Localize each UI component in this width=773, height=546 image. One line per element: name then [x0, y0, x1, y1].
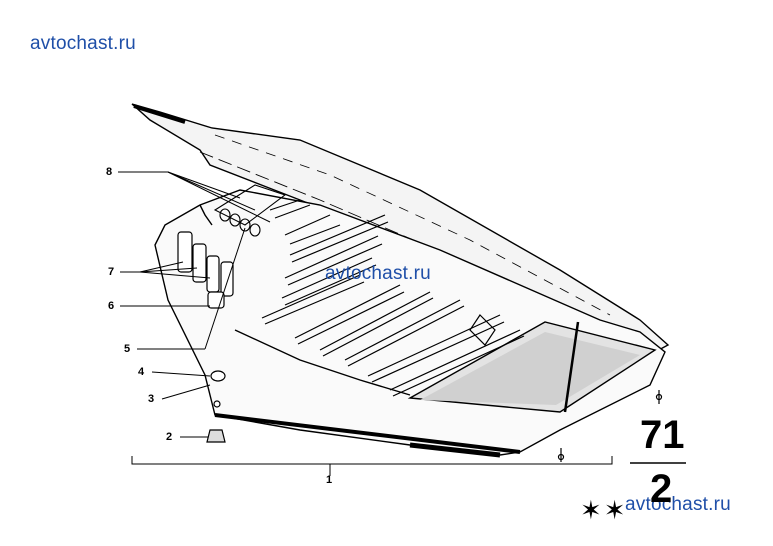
callout-4: 4	[138, 366, 145, 378]
mat-insert	[407, 321, 657, 413]
watermark-top: avtochast.ru	[30, 33, 136, 54]
group-number: 71	[640, 413, 685, 457]
tools	[261, 214, 525, 397]
key-holders	[213, 184, 341, 245]
callout-3: 3	[148, 393, 155, 405]
callout-6: 6	[108, 300, 115, 312]
subgroup-number: 2	[650, 467, 673, 511]
callout-5: 5	[124, 343, 131, 355]
callout-7: 7	[108, 266, 115, 278]
watermark-middle: avtochast.ru	[325, 263, 431, 284]
star-rating-icon: ✶✶	[580, 496, 628, 526]
small-parts	[206, 370, 663, 462]
callout-1: 1	[326, 474, 333, 486]
callout-2: 2	[166, 431, 173, 443]
lid	[131, 103, 670, 353]
callout-8: 8	[106, 166, 113, 178]
watermark-bottom: avtochast.ru	[625, 494, 731, 515]
leader-lines	[118, 171, 686, 476]
